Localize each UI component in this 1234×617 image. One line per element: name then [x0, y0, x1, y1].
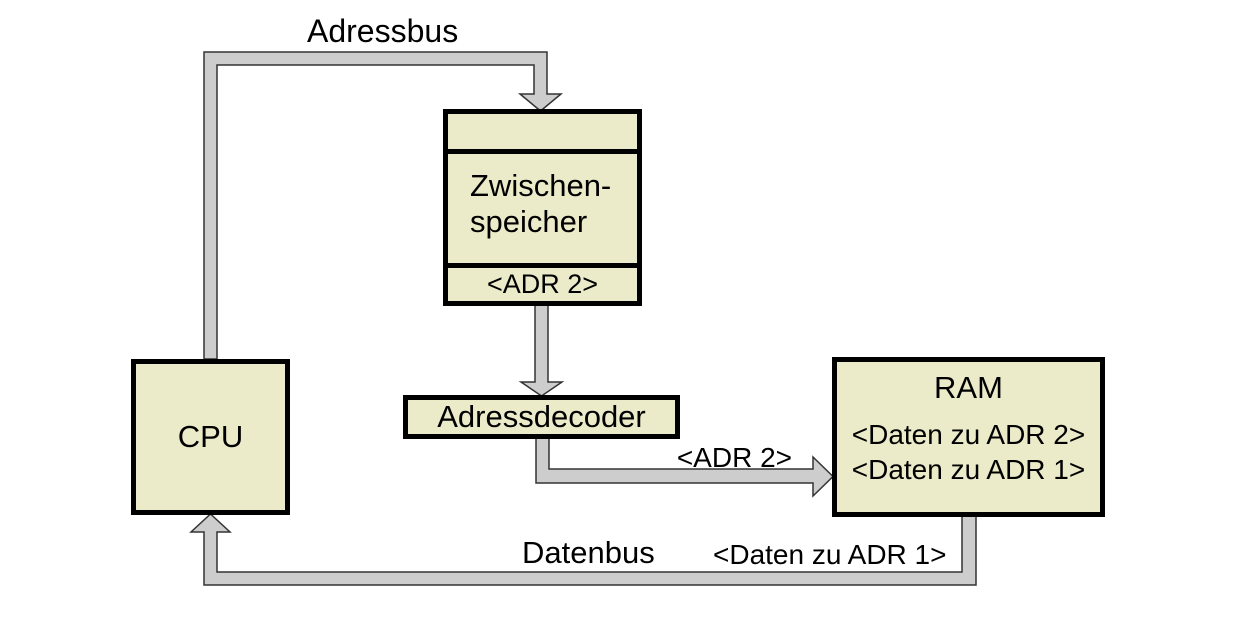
- decoder-to-ram-connector: [535, 436, 835, 498]
- ram-box: RAM <Daten zu ADR 2> <Daten zu ADR 1>: [832, 357, 1105, 517]
- zwischenspeicher-name: Zwischen- speicher: [448, 154, 637, 263]
- zwischenspeicher-register-slot: <ADR 2>: [448, 268, 637, 301]
- adressdecoder-label: Adressdecoder: [437, 399, 646, 434]
- zwischenspeicher-divider-bottom: [448, 263, 637, 268]
- data-bus-connector: [189, 512, 977, 586]
- bus-value-adr2-label: <ADR 2>: [676, 442, 792, 473]
- ram-data-row-adr1: <Daten zu ADR 1>: [851, 454, 1086, 485]
- zwischenspeicher-register-value: <ADR 2>: [486, 269, 599, 299]
- zwischenspeicher-box: Zwischen- speicher <ADR 2>: [443, 109, 642, 306]
- address-bus-label: Adressbus: [307, 13, 459, 49]
- address-bus-connector: [203, 51, 564, 360]
- bus-value-daten-adr1-label: <Daten zu ADR 1>: [713, 539, 947, 570]
- zwischenspeicher-divider-top: [448, 149, 637, 154]
- cpu-box: CPU: [131, 359, 290, 515]
- ram-data-row-adr2: <Daten zu ADR 2>: [851, 419, 1086, 450]
- data-bus-label: Datenbus: [522, 535, 655, 570]
- zwischenspeicher-name-line2: speicher: [470, 204, 588, 239]
- ram-label: RAM: [934, 370, 1003, 405]
- zwischenspeicher-empty-slot: [448, 114, 637, 149]
- zwischenspeicher-name-line1: Zwischen-: [470, 168, 612, 203]
- buffer-to-decoder-connector: [518, 304, 565, 397]
- adressdecoder-box: Adressdecoder: [403, 395, 680, 439]
- cpu-label: CPU: [177, 419, 244, 454]
